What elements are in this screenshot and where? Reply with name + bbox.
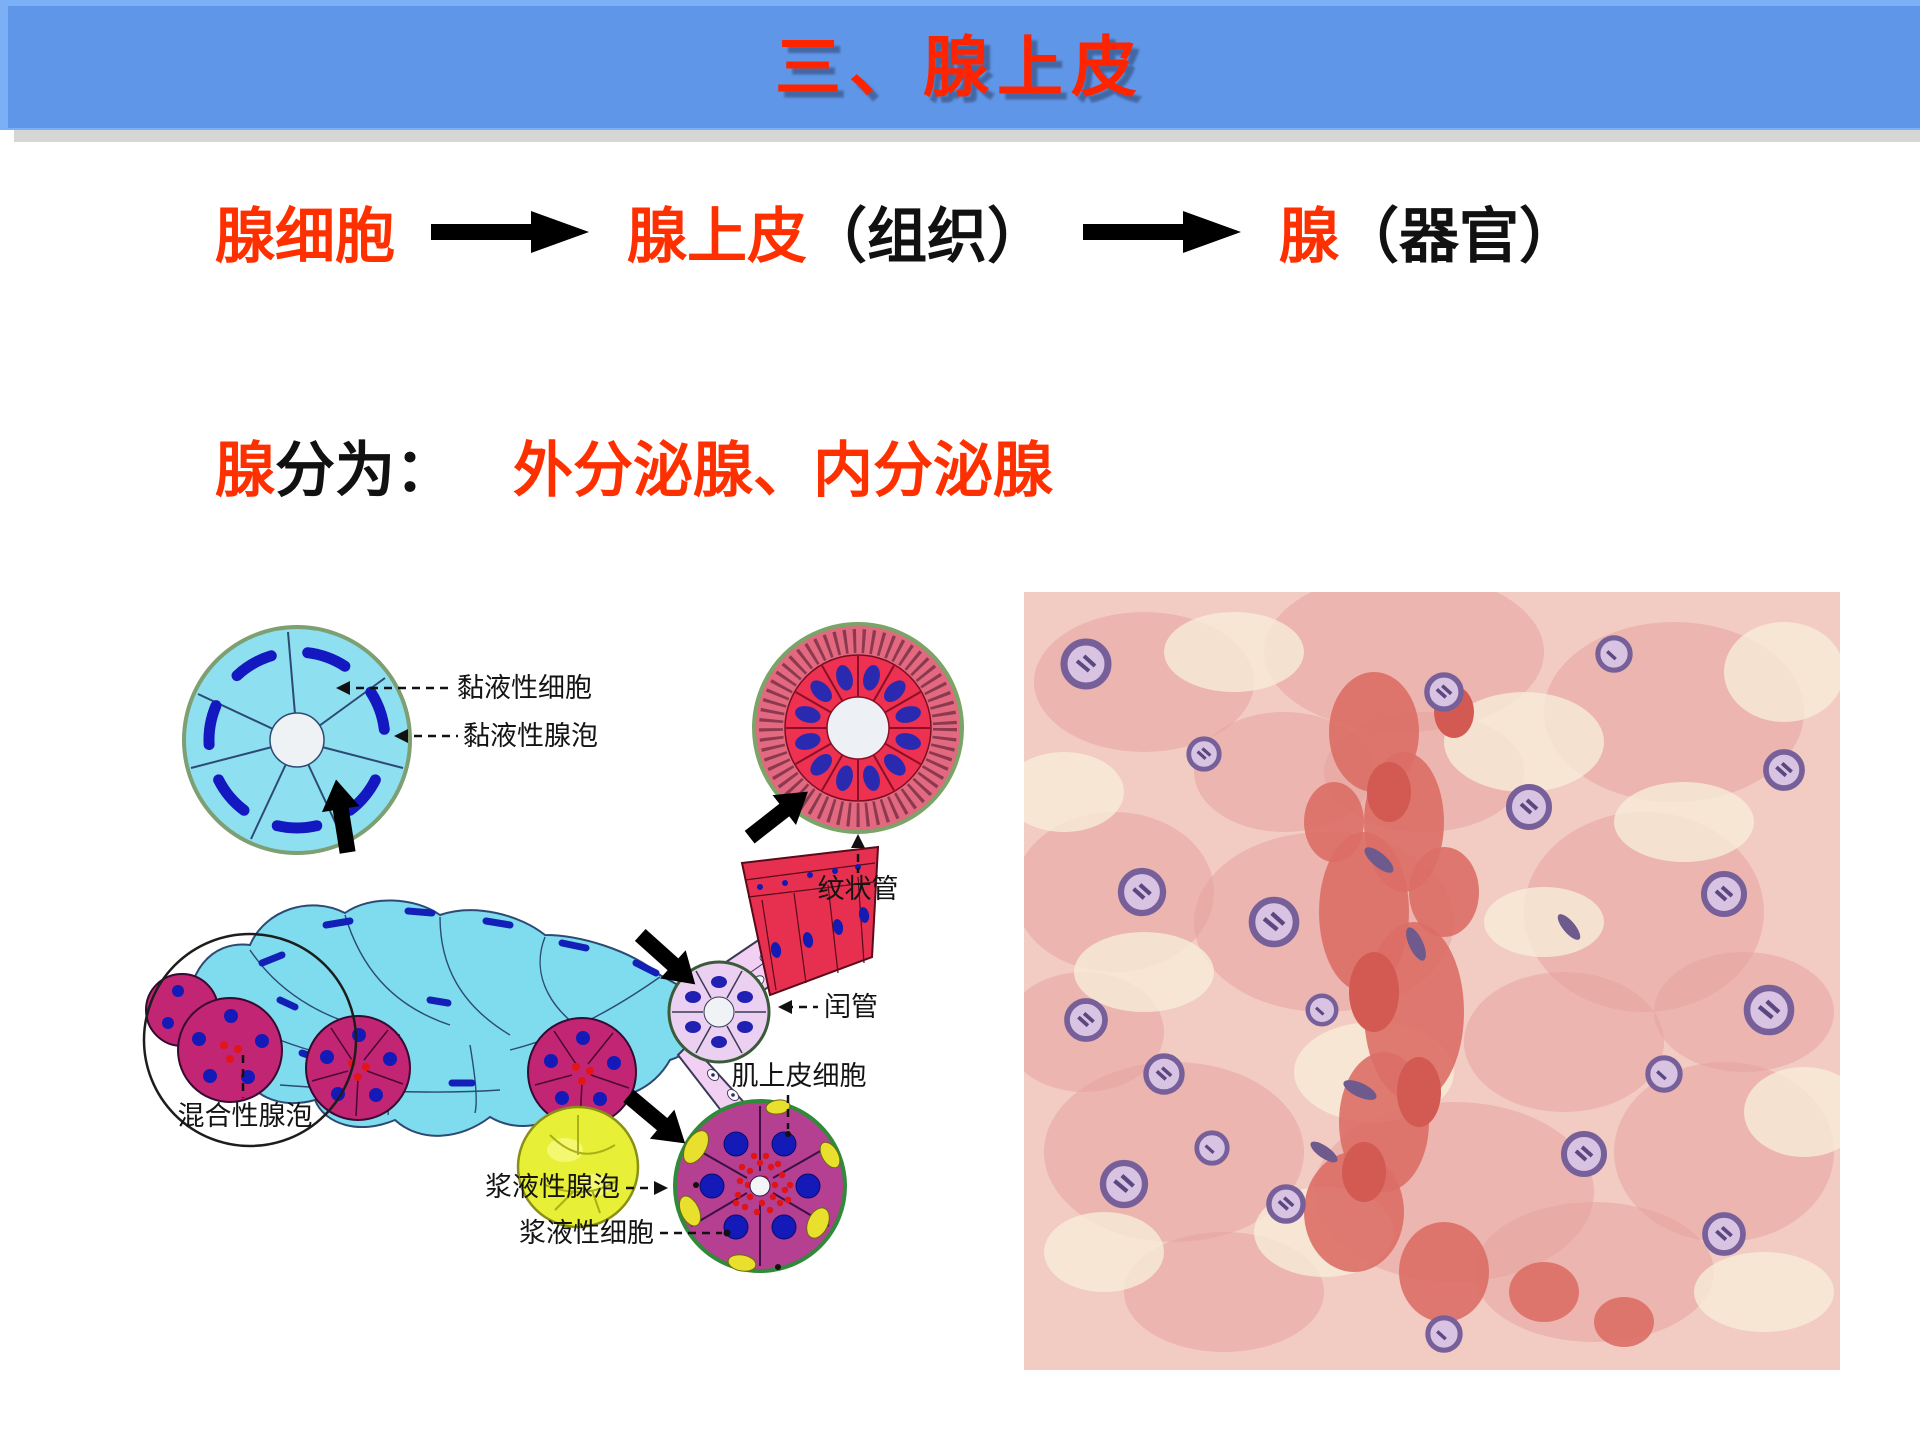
histology-micrograph — [1024, 592, 1840, 1370]
label-striated-duct: 纹状管 — [818, 834, 899, 905]
svg-text:纹状管: 纹状管 — [818, 874, 899, 905]
svg-text:黏液性腺泡: 黏液性腺泡 — [463, 721, 598, 752]
svg-text:黏液性细胞: 黏液性细胞 — [457, 673, 592, 704]
title-banner: 三、腺上皮 — [0, 0, 1920, 145]
serous-acinus-section — [673, 1099, 847, 1273]
classification-types: 外分泌腺、内分泌腺 — [513, 437, 1053, 504]
svg-text:浆液性腺泡: 浆液性腺泡 — [485, 1172, 620, 1203]
svg-text:混合性腺泡: 混合性腺泡 — [178, 1101, 313, 1132]
label-mixed-acinus: 混合性腺泡 — [178, 1055, 313, 1132]
flow-node-tissue-paren: （组织） — [807, 203, 1047, 270]
flow-node-gland-epithelium: 腺上皮 — [627, 203, 807, 270]
arrow-right-icon — [1083, 210, 1241, 253]
yellow-acinus — [516, 1105, 640, 1229]
mixed-acini — [145, 973, 637, 1127]
mucous-acinus-section — [182, 625, 412, 855]
gland-structure-diagram: 黏液性细胞 黏液性腺泡 纹状管 闰管 肌上皮细胞 混合性腺泡 浆液性腺泡 — [142, 622, 964, 1273]
svg-text:浆液性细胞: 浆液性细胞 — [519, 1218, 654, 1249]
label-myoepithelial-cell: 肌上皮细胞 — [732, 1061, 867, 1137]
flow-diagram: 腺细胞 腺上皮 （组织） 腺 （器官） — [215, 188, 1579, 275]
label-intercalated-duct: 闰管 — [778, 992, 878, 1023]
banner-shadow — [14, 130, 1920, 142]
slide-title: 三、腺上皮 — [775, 30, 1145, 104]
elongated-nuclei — [1310, 847, 1581, 1163]
flow-node-gland: 腺 — [1279, 203, 1339, 270]
label-mucous-acinus: 黏液性腺泡 — [394, 721, 598, 752]
svg-text:肌上皮细胞: 肌上皮细胞 — [732, 1061, 867, 1092]
svg-text:闰管: 闰管 — [824, 992, 878, 1023]
flow-node-gland-cell: 腺细胞 — [215, 203, 395, 270]
label-serous-acinus: 浆液性腺泡 — [485, 1172, 668, 1203]
arrow-right-icon — [431, 210, 589, 253]
cell-nuclei — [1060, 635, 1805, 1353]
label-serous-cell: 浆液性细胞 — [519, 1218, 731, 1249]
classification-lead: 腺 — [215, 437, 275, 504]
classification-verb: 分为： — [275, 437, 455, 504]
intercalated-duct-section — [667, 960, 771, 1064]
banner-main — [8, 6, 1920, 128]
label-mucous-cell: 黏液性细胞 — [336, 673, 592, 704]
flow-node-organ-paren: （器官） — [1339, 203, 1579, 270]
gland-classification: 腺分为： 外分泌腺、内分泌腺 — [215, 422, 1053, 509]
pale-patches — [1024, 612, 1840, 1332]
striated-duct-section — [752, 622, 964, 834]
mixed-acinus-ring — [142, 932, 358, 1148]
duct-red-segment — [740, 845, 880, 997]
